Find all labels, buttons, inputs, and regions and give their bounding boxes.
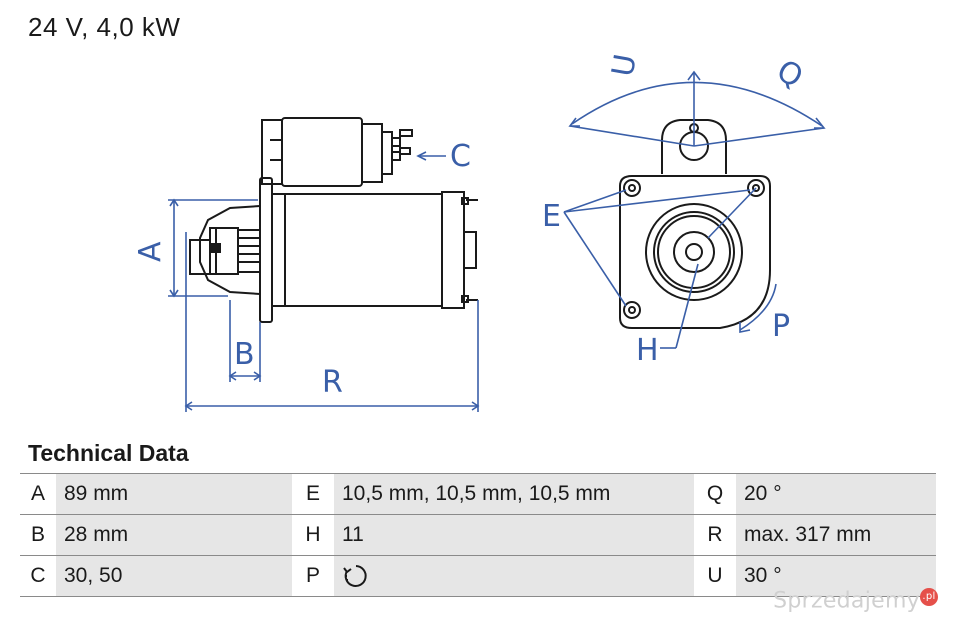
spec-label: R (694, 514, 736, 556)
solenoid-cap (361, 123, 383, 183)
pinion-gear (237, 229, 261, 273)
spec-label: C (20, 555, 56, 597)
drive-bore (645, 203, 743, 301)
table-row: B 28 mm H 11 R max. 317 mm (20, 514, 936, 556)
product-title: 24 V, 4,0 kW (28, 12, 181, 42)
end-cap (441, 191, 465, 309)
watermark: Sprzedajemy.pl (773, 587, 938, 613)
label-e: E (542, 199, 561, 234)
watermark-text: Sprzedajemy (773, 588, 920, 613)
side-dimensions (168, 151, 480, 412)
table-row: C 30, 50 P U 30 ° (20, 555, 936, 597)
technical-data-table: A 89 mm E 10,5 mm, 10,5 mm, 10,5 mm Q 20… (20, 473, 936, 597)
label-u: U (605, 52, 643, 80)
label-b: B (234, 337, 255, 372)
starter-side-view (189, 117, 478, 323)
label-h: H (636, 333, 659, 368)
mounting-flange (259, 177, 273, 323)
spec-value: 28 mm (56, 514, 292, 556)
label-q: Q (771, 53, 809, 95)
spec-label: A (20, 473, 56, 515)
label-p: P (772, 309, 790, 344)
spec-label: P (292, 555, 334, 597)
spec-value: 89 mm (56, 473, 292, 515)
spec-value: 10,5 mm, 10,5 mm, 10,5 mm (334, 473, 694, 515)
spec-label: U (694, 555, 736, 597)
spec-value: 30 ° (736, 555, 936, 597)
label-c: C (450, 139, 471, 174)
spec-label: E (292, 473, 334, 515)
spec-value-rotation (334, 555, 694, 597)
drive-housing (199, 205, 261, 295)
spec-label: B (20, 514, 56, 556)
spec-label: Q (694, 473, 736, 515)
spec-label: H (292, 514, 334, 556)
table-row: A 89 mm E 10,5 mm, 10,5 mm, 10,5 mm Q 20… (20, 473, 936, 515)
watermark-badge: .pl (920, 587, 938, 606)
solenoid-body (281, 117, 363, 187)
spec-value: 30, 50 (56, 555, 292, 597)
label-a: A (133, 241, 168, 262)
technical-data-title: Technical Data (28, 440, 189, 466)
pinion-front (673, 231, 715, 273)
label-r: R (322, 365, 343, 400)
spec-value: 11 (334, 514, 694, 556)
spec-value: max. 317 mm (736, 514, 936, 556)
spec-value: 20 ° (736, 473, 936, 515)
front-flange (619, 175, 771, 329)
motor-body (271, 193, 443, 307)
front-dimensions (563, 70, 826, 349)
technical-drawing: A B C R U Q E H (133, 52, 826, 412)
starter-front-view (619, 119, 771, 329)
rotation-direction-icon (343, 565, 367, 587)
